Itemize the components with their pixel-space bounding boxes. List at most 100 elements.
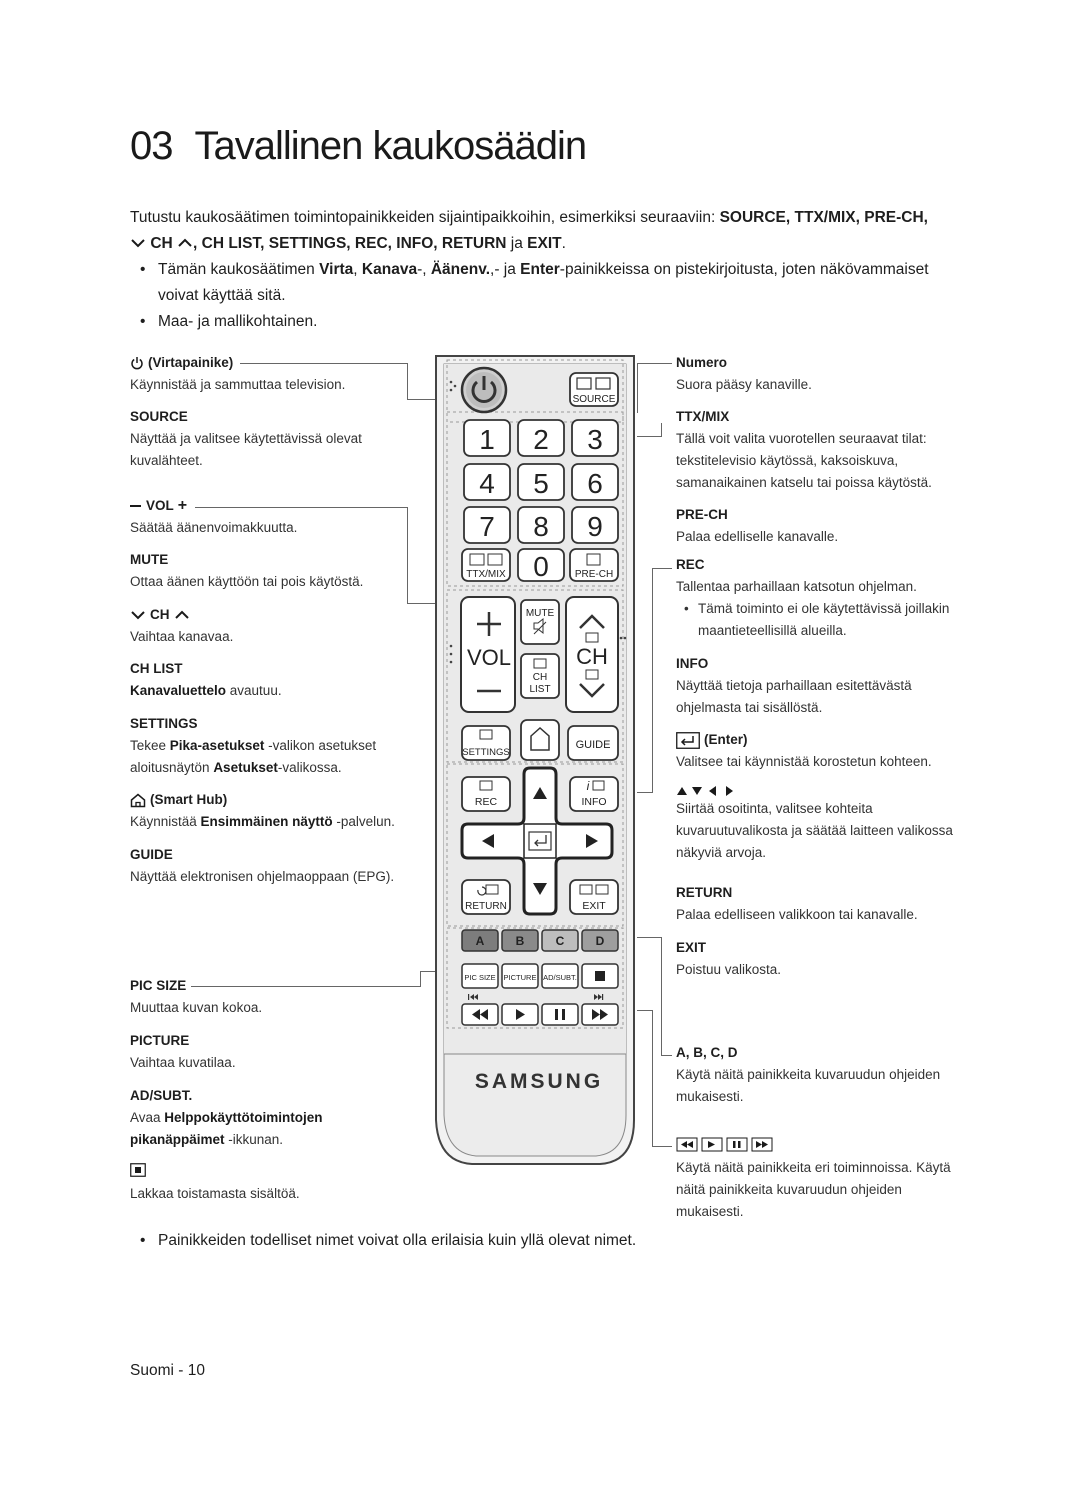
mute-button-label: MUTE	[526, 608, 555, 619]
abcd-description: A, B, C, D Käytä näitä painikkeita kuvar…	[676, 1045, 941, 1104]
ch-label: CH	[576, 644, 608, 669]
volume-rocker[interactable]: VOL	[460, 596, 516, 713]
chevron-up-icon	[174, 610, 189, 619]
digit-button-6[interactable]: 6	[571, 463, 619, 501]
exit-description: EXIT Poistuu valikosta.	[676, 940, 782, 977]
power-button[interactable]	[460, 366, 508, 414]
digit-button-8[interactable]: 8	[517, 506, 565, 544]
bullet-braille: Tämän kaukosäätimen Virta, Kanava-, Ääne…	[140, 257, 960, 309]
digit-button-2[interactable]: 2	[517, 419, 565, 457]
rewind-button[interactable]	[461, 1003, 499, 1026]
leader-vol	[195, 507, 408, 604]
play-button[interactable]	[501, 1003, 539, 1026]
enter-icon	[676, 731, 700, 749]
color-button-a[interactable]: A	[461, 929, 499, 952]
down-arrow-button[interactable]	[533, 883, 547, 895]
adsubt-description: AD/SUBT. Avaa Helppokäyttötoimintojen pi…	[130, 1088, 323, 1147]
settings-button[interactable]: SETTINGS	[461, 725, 511, 761]
channel-rocker[interactable]: CH	[565, 596, 619, 713]
leader-picsize-tip	[421, 971, 444, 972]
return-description: RETURN Palaa edelliseen valikkoon tai ka…	[676, 885, 918, 922]
digit-button-7[interactable]: 7	[463, 506, 511, 544]
leader-rec-tip	[637, 792, 653, 793]
digit-button-0[interactable]: 0	[517, 548, 565, 582]
digit-button-1[interactable]: 1	[463, 419, 511, 457]
picture-button[interactable]: PICTURE	[501, 963, 539, 989]
enter-button[interactable]	[523, 823, 557, 859]
smarthub-button[interactable]	[520, 719, 560, 761]
pause-button[interactable]	[541, 1003, 579, 1026]
exit-button-label: EXIT	[582, 900, 606, 912]
arrows-description: Siirtää osoitinta, valitsee kohteita kuv…	[676, 784, 966, 864]
up-arrow-button[interactable]	[533, 787, 547, 799]
info-description: INFO Näyttää tietoja parhaillaan esitett…	[676, 656, 912, 715]
info-button[interactable]: i INFO	[569, 776, 619, 812]
adsubt-button-label: AD/SUBT.	[543, 973, 577, 982]
leader-vol-tip	[408, 603, 444, 604]
digit-label: 5	[533, 468, 549, 499]
chevron-down-icon	[131, 239, 145, 248]
chlist-button[interactable]: CH LIST	[520, 653, 560, 699]
ttx-button[interactable]: TTX/MIX	[461, 548, 511, 582]
source-button[interactable]: SOURCE	[569, 372, 619, 407]
leader-ttx-v	[661, 423, 662, 437]
adsubt-button[interactable]: AD/SUBT.	[541, 963, 579, 989]
left-arrow-button[interactable]	[482, 834, 494, 848]
ttx-description: TTX/MIX Tällä voit valita vuorotellen se…	[676, 409, 932, 490]
enter-description: (Enter) Valitsee tai käynnistää korostet…	[676, 731, 932, 769]
leader-media-tip	[653, 1146, 672, 1147]
digit-label: 3	[587, 424, 603, 455]
exit-button[interactable]: EXIT	[569, 879, 619, 915]
picsize-button[interactable]: PIC SIZE	[461, 963, 499, 989]
digit-button-5[interactable]: 5	[517, 463, 565, 501]
leader-power-tip	[408, 399, 444, 400]
mute-button[interactable]: MUTE	[520, 599, 560, 645]
digit-label: 2	[533, 424, 549, 455]
intro-bullets: Tämän kaukosäätimen Virta, Kanava-, Ääne…	[140, 257, 960, 335]
picture-description: PICTURE Vaihtaa kuvatilaa.	[130, 1033, 236, 1070]
guide-button[interactable]: GUIDE	[567, 725, 619, 761]
power-icon	[131, 357, 143, 370]
chevron-up-icon	[178, 238, 192, 247]
color-button-c-label: C	[556, 934, 565, 948]
return-button[interactable]: RETURN	[461, 879, 511, 915]
digit-button-9[interactable]: 9	[571, 506, 619, 544]
stop-icon	[130, 1163, 146, 1177]
digit-button-4[interactable]: 4	[463, 463, 511, 501]
braille-dots	[449, 380, 457, 392]
stop-button[interactable]	[581, 963, 619, 989]
source-description: SOURCE Näyttää ja valitsee käytettävissä…	[130, 409, 362, 468]
stop-description: Lakkaa toistamasta sisältöä.	[130, 1163, 420, 1205]
settings-button-label: SETTINGS	[462, 747, 510, 758]
color-button-d[interactable]: D	[581, 929, 619, 952]
prech-button[interactable]: PRE-CH	[569, 548, 619, 582]
color-button-a-label: A	[476, 934, 485, 948]
samsung-logo: SAMSUNG	[475, 1070, 603, 1093]
leader-picsize	[191, 971, 421, 987]
ttx-button-label: TTX/MIX	[466, 569, 506, 580]
media-description: Käytä näitä painikkeita eri toiminnoissa…	[676, 1137, 966, 1223]
digit-button-3[interactable]: 3	[571, 419, 619, 457]
bottom-note: Painikkeiden todelliset nimet voivat oll…	[140, 1228, 636, 1254]
leader-media	[637, 1010, 653, 1147]
leader-ttx	[637, 436, 662, 437]
skip-indicators	[468, 994, 604, 1000]
source-button-label: SOURCE	[573, 394, 616, 405]
color-button-b[interactable]: B	[501, 929, 539, 952]
digit-label: 0	[533, 551, 549, 582]
media-buttons-icon	[676, 1137, 773, 1152]
fast-forward-button[interactable]	[581, 1003, 619, 1026]
color-button-c[interactable]: C	[541, 929, 579, 952]
color-button-d-label: D	[596, 934, 605, 948]
rec-button[interactable]: REC	[461, 776, 511, 812]
picsize-description: PIC SIZE Muuttaa kuvan kokoa.	[130, 978, 263, 1015]
smarthub-description: (Smart Hub) Käynnistää Ensimmäinen näytt…	[130, 792, 395, 829]
page-footer: Suomi - 10	[130, 1362, 205, 1379]
right-arrow-button[interactable]	[586, 834, 598, 848]
digit-label: 6	[587, 468, 603, 499]
leader-abcd	[637, 937, 662, 1056]
rec-button-label: REC	[475, 796, 498, 808]
